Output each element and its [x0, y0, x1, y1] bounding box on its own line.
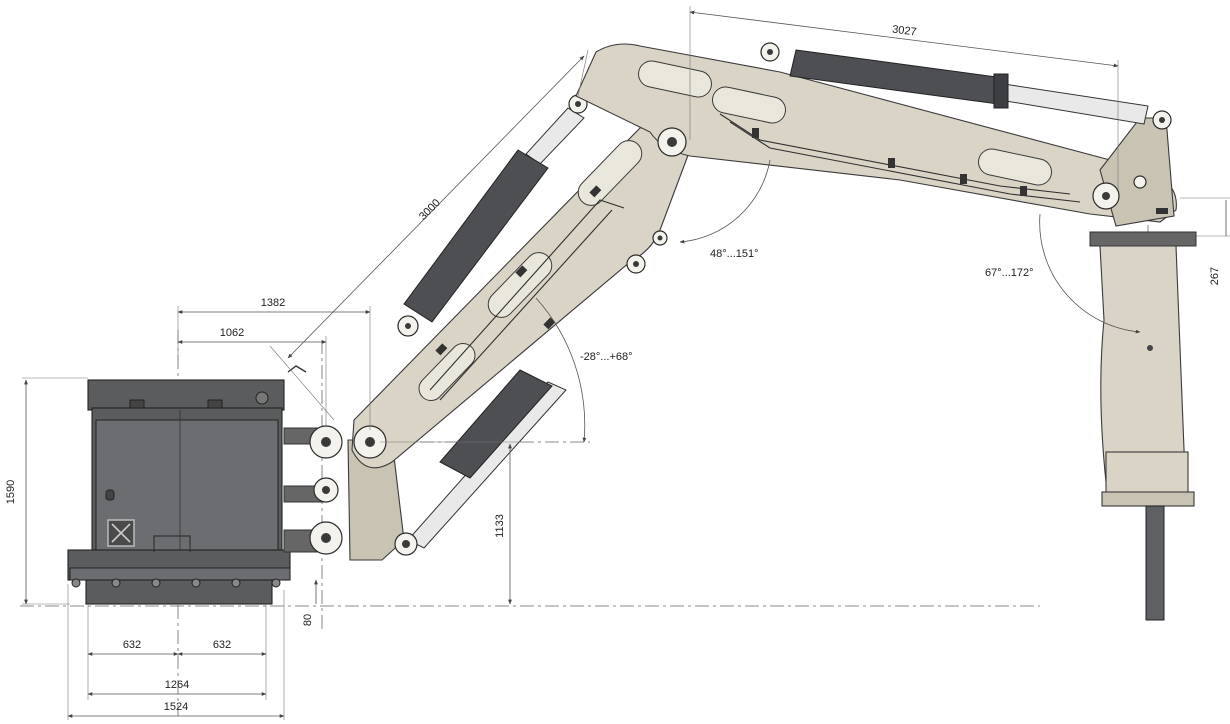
dim-tool-offset: 267: [1209, 267, 1221, 285]
dim-foot-offset: 80: [302, 614, 314, 626]
dim-base-height: 1590: [5, 480, 17, 504]
hydraulic-breaker: [1089, 231, 1197, 621]
angle-boom1-range: -28°...+68°: [580, 351, 633, 363]
dim-half-width-left: 632: [123, 639, 141, 651]
dim-reach-outer: 1382: [261, 297, 285, 309]
angle-boom2-range: 48°...151°: [710, 248, 759, 260]
dim-base-width: 1524: [164, 701, 188, 713]
dim-boom2-length: 3027: [891, 24, 917, 39]
angle-tool-range: 67°...172°: [985, 267, 1034, 279]
lower-cylinder: [394, 369, 567, 556]
dimension-lines: [22, 6, 1230, 720]
dim-bolt-span: 1264: [165, 679, 189, 691]
dim-reach-inner: 1062: [220, 327, 244, 339]
dim-half-width-right: 632: [213, 639, 231, 651]
angle-arcs: [535, 159, 1141, 443]
pedestal-base: [67, 365, 405, 605]
dimension-labels: 3000 3027 1382 1062 1590 1133 80 632 632…: [5, 24, 1221, 713]
dim-boom1-length: 3000: [417, 197, 443, 223]
dim-pivot-height: 1133: [494, 514, 506, 538]
